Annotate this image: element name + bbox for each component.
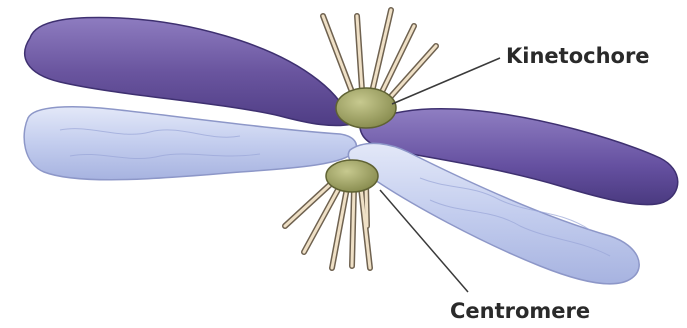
upper-microtubules <box>323 10 436 102</box>
upper-kinetochore <box>336 88 396 128</box>
centromere-label: Centromere <box>450 299 590 323</box>
lower-kinetochore <box>326 160 378 192</box>
lower-microtubules <box>285 180 370 268</box>
kinetochore-label: Kinetochore <box>506 44 650 68</box>
